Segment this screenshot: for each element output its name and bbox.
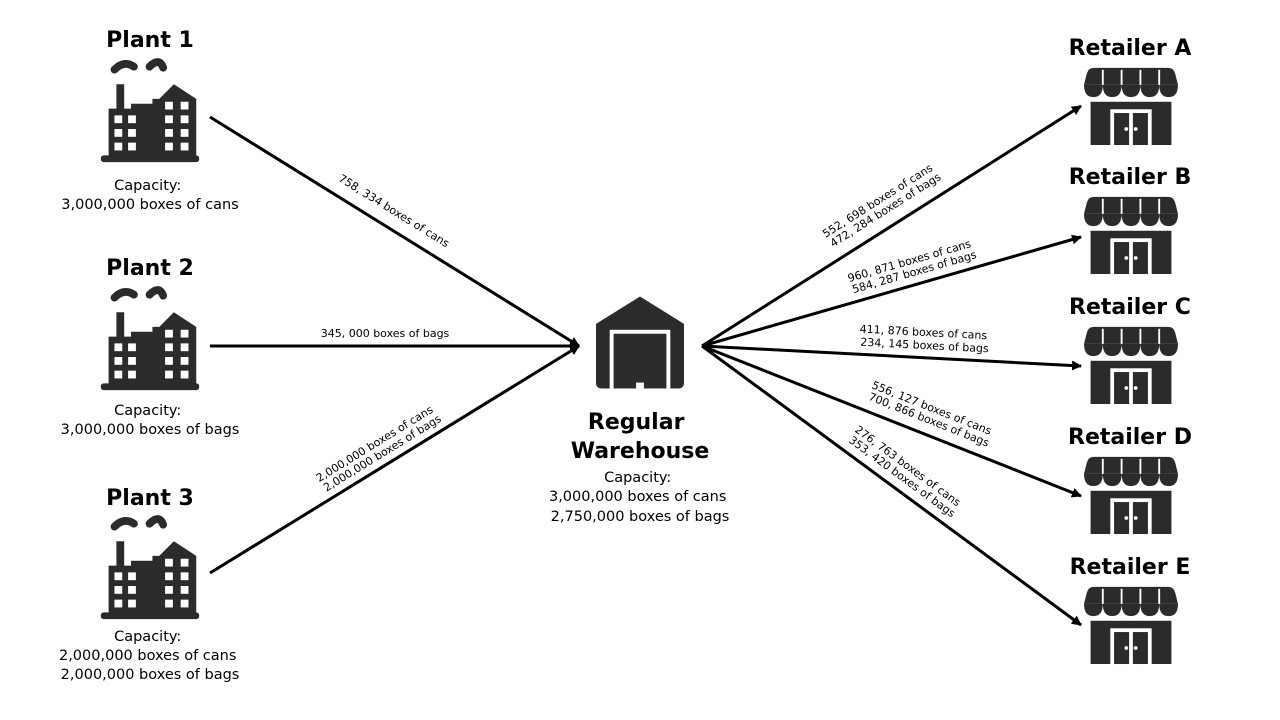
retailer-title: Retailer E bbox=[1070, 555, 1191, 580]
flow-label: 758, 334 boxes of cans bbox=[336, 172, 452, 250]
factory-icon bbox=[101, 519, 199, 619]
flow-label: 411, 876 boxes of cans 234, 145 boxes of… bbox=[859, 323, 991, 356]
arrow-warehouse-retailer-c bbox=[701, 344, 1082, 371]
arrow-warehouse-retailer-e bbox=[701, 344, 1082, 627]
store-icon bbox=[1084, 456, 1178, 535]
store-icon bbox=[1084, 196, 1178, 275]
flow-label: 276, 763 boxes of cans 353, 420 boxes of… bbox=[845, 423, 965, 521]
retailer-d: Retailer D bbox=[1068, 425, 1192, 535]
arrow-warehouse-retailer-d bbox=[701, 344, 1082, 498]
warehouse-capacity: Capacity: 3,000,000 boxes of cans 2,750,… bbox=[549, 470, 731, 525]
warehouse-icon bbox=[596, 296, 684, 389]
retailer-a: Retailer A bbox=[1069, 36, 1192, 146]
retailer-title: Retailer A bbox=[1069, 36, 1192, 61]
retailer-c: Retailer C bbox=[1069, 295, 1191, 405]
store-icon bbox=[1084, 67, 1178, 146]
plant-3: Plant 3 Capacity: 2,000,000 boxes of can… bbox=[59, 486, 241, 683]
plant-capacity: Capacity: 3,000,000 boxes of bags bbox=[61, 403, 240, 438]
plant-1: Plant 1 Capacity: 3,000,000 boxes of can… bbox=[61, 28, 238, 213]
arrow-warehouse-retailer-b bbox=[701, 234, 1082, 348]
retailer-title: Retailer D bbox=[1068, 425, 1192, 450]
retailer-title: Retailer C bbox=[1069, 295, 1191, 320]
flow-label: 556, 127 boxes of cans 700, 866 boxes of… bbox=[866, 379, 997, 451]
outbound-flows: 552, 698 boxes of cans 472, 284 boxes of… bbox=[701, 104, 1082, 627]
arrow-plant1-warehouse bbox=[209, 115, 580, 348]
flow-label: 960, 871 boxes of cans 584, 287 boxes of… bbox=[846, 236, 979, 296]
plant-title: Plant 1 bbox=[106, 28, 194, 53]
factory-icon bbox=[101, 290, 199, 390]
arrow-plant3-warehouse bbox=[209, 344, 580, 575]
plant-title: Plant 3 bbox=[106, 486, 194, 511]
arrow-warehouse-retailer-a bbox=[701, 104, 1082, 348]
inbound-flows: 758, 334 boxes of cans 345, 000 boxes of… bbox=[209, 115, 580, 575]
warehouse-title: Regular Warehouse bbox=[571, 410, 710, 464]
store-icon bbox=[1084, 586, 1178, 665]
regular-warehouse: Regular Warehouse Capacity: 3,000,000 bo… bbox=[549, 296, 731, 525]
store-icon bbox=[1084, 326, 1178, 405]
retailer-title: Retailer B bbox=[1069, 165, 1192, 190]
retailer-b: Retailer B bbox=[1069, 165, 1192, 275]
flow-label: 345, 000 boxes of bags bbox=[321, 327, 450, 340]
plant-title: Plant 2 bbox=[106, 256, 194, 281]
plant-capacity: Capacity: 3,000,000 boxes of cans bbox=[61, 178, 238, 213]
flow-label: 2,000,000 boxes of cans 2,000,000 boxes … bbox=[314, 401, 445, 495]
plant-capacity: Capacity: 2,000,000 boxes of cans 2,000,… bbox=[59, 629, 241, 683]
factory-icon bbox=[101, 62, 199, 162]
retailer-e: Retailer E bbox=[1070, 555, 1191, 665]
plant-2: Plant 2 Capacity: 3,000,000 boxes of bag… bbox=[61, 256, 240, 438]
